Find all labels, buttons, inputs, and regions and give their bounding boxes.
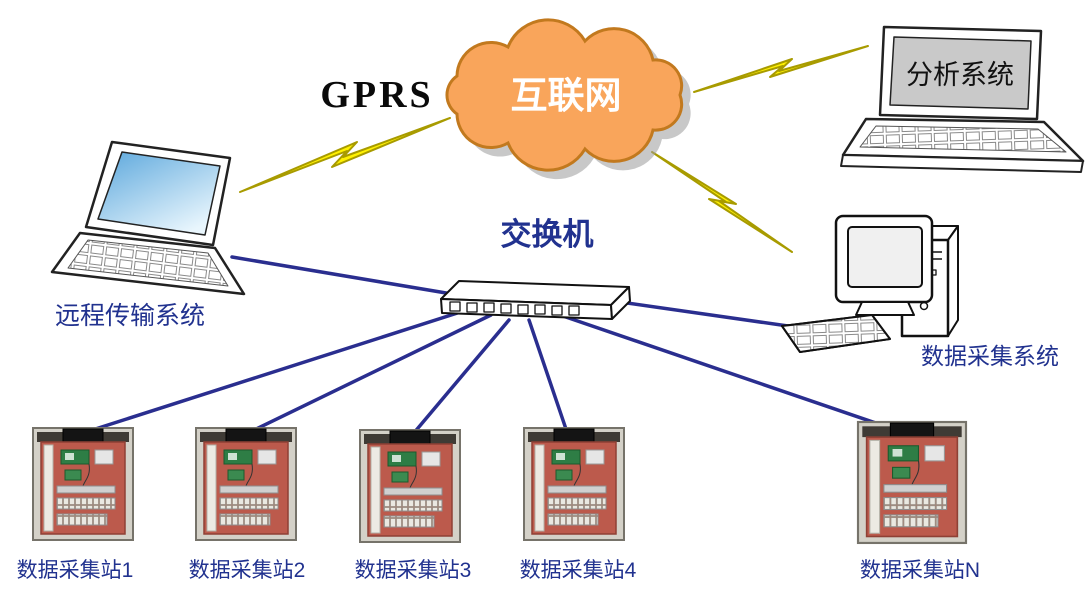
- remote-laptop-illustration: [50, 140, 246, 296]
- connection-line-laptop-switch: [230, 255, 472, 299]
- gprs-label: GPRS: [320, 74, 433, 116]
- station-label-4: 数据采集站4: [520, 559, 637, 582]
- monitor-stand: [855, 301, 915, 316]
- acquisition-pc-illustration: [781, 214, 959, 353]
- tower-side: [947, 225, 959, 337]
- switch-illustration: [440, 280, 631, 320]
- lightning-bolt-analysis: [693, 45, 869, 93]
- blue-labels: 远程传输系统 数据采集系统 数据采集站1 数据采集站2 数据采集站3 数据采集站…: [17, 302, 1059, 582]
- cabinet-illustration-4: [523, 427, 625, 541]
- notebook-front-edge: [840, 154, 1084, 173]
- station-label-2: 数据采集站2: [189, 559, 306, 582]
- monitor-screen: [847, 226, 923, 288]
- connection-line-switch-stationN: [558, 313, 904, 434]
- connection-line-switch-station2: [248, 313, 493, 434]
- station-label-1: 数据采集站1: [17, 559, 134, 582]
- remote-transmission-label: 远程传输系统: [55, 302, 205, 330]
- analysis-system-label: 分析系统: [906, 60, 1014, 90]
- pc-monitor: [834, 214, 934, 316]
- cabinet-illustration-3: [359, 429, 461, 543]
- cabinet-illustration-2: [195, 427, 297, 541]
- switch-label: 交换机: [501, 217, 594, 252]
- internet-cloud: 互联网: [445, 18, 691, 180]
- notebook-keyboard: [859, 125, 1067, 153]
- connection-line-switch-station3: [411, 318, 511, 436]
- pc-keyboard: [781, 314, 891, 353]
- connection-lines: [84, 255, 904, 436]
- connection-line-switch-station4: [527, 318, 569, 434]
- internet-label: 互联网: [511, 75, 622, 116]
- laptop-keyboard: [67, 239, 229, 287]
- lightning-bolt-gprs: [239, 117, 451, 193]
- analysis-notebook-illustration: 分析系统: [840, 25, 1085, 173]
- notebook-screen: [889, 36, 1032, 110]
- station-label-n: 数据采集站N: [860, 559, 980, 582]
- switch-ports: [449, 301, 580, 316]
- connection-line-switch-pc: [618, 300, 797, 329]
- lightning-bolts: [239, 45, 869, 253]
- station-cabinets: [32, 420, 968, 545]
- tower-power-button: [919, 301, 929, 311]
- laptop-screen: [97, 151, 221, 236]
- cabinet-illustration-1: [32, 427, 134, 541]
- data-acquisition-system-label: 数据采集系统: [921, 343, 1059, 369]
- station-label-3: 数据采集站3: [355, 559, 472, 582]
- switch-side: [610, 286, 631, 320]
- lightning-bolt-acquisition: [651, 151, 793, 253]
- cabinet-illustration-n: [856, 420, 968, 545]
- connection-line-switch-station1: [84, 306, 475, 434]
